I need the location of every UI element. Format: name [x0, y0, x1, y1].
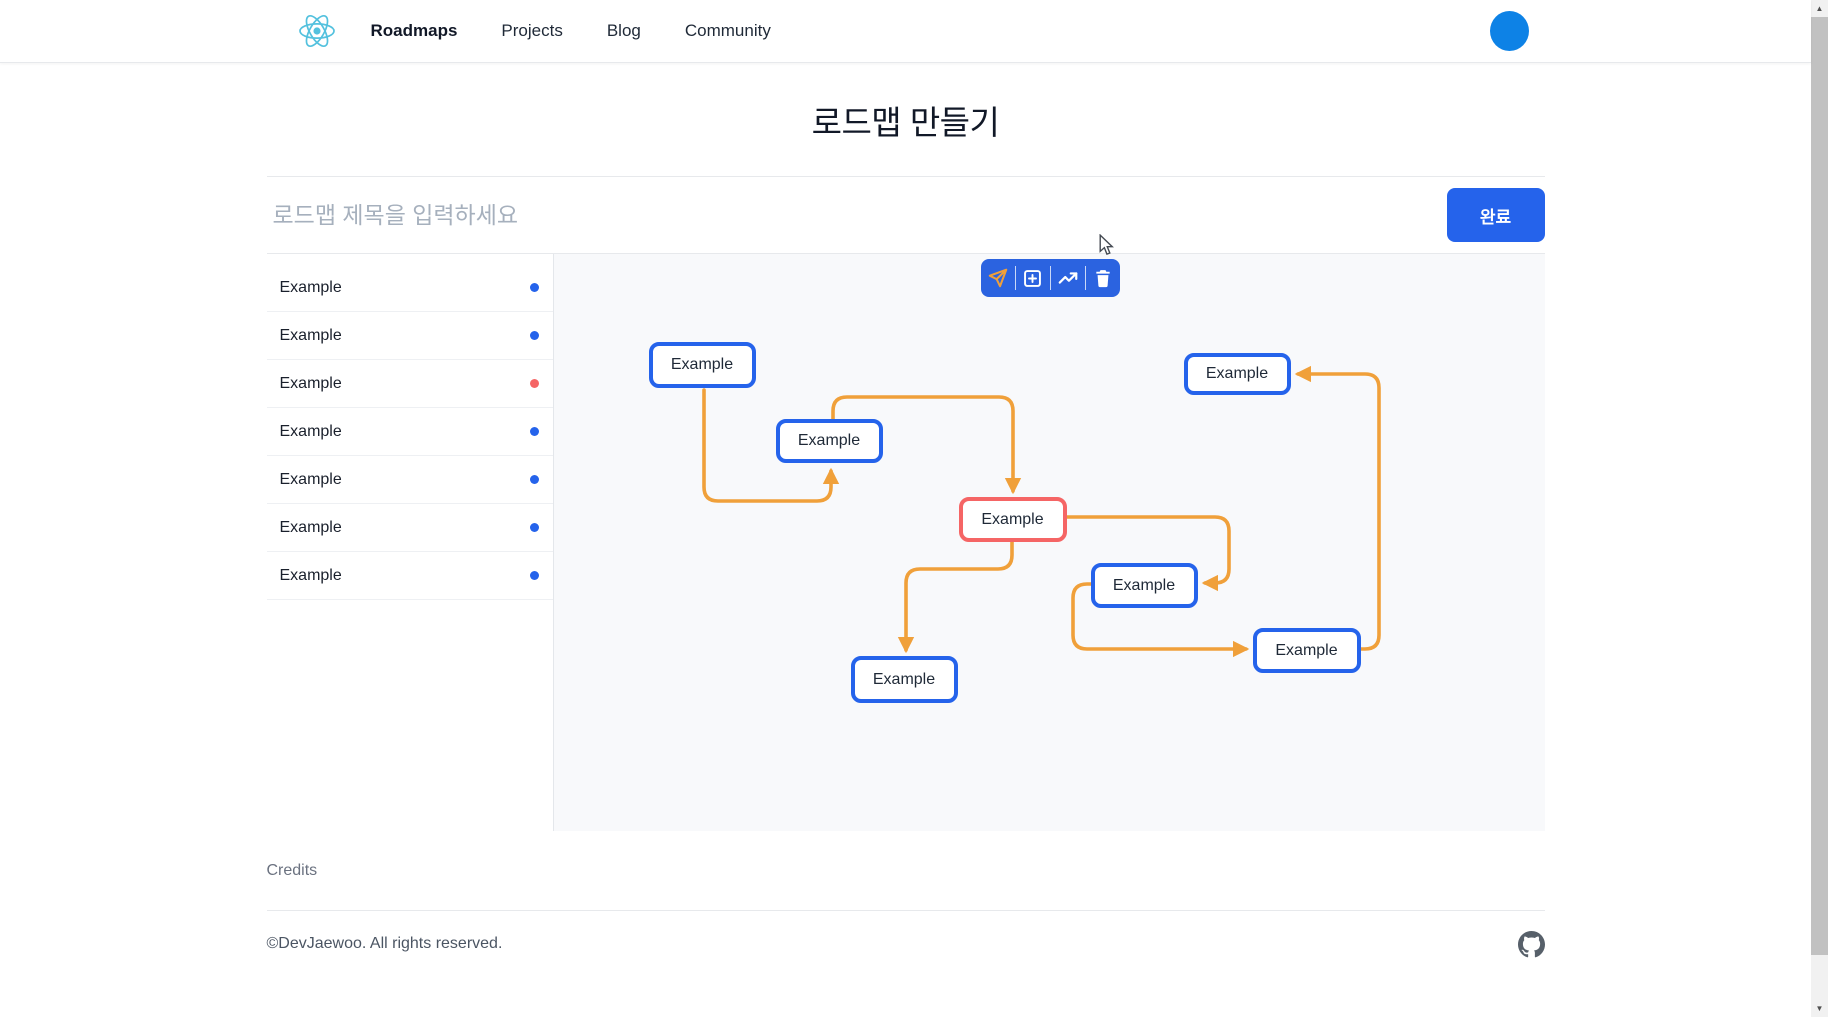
avatar[interactable] — [1489, 11, 1529, 51]
flow-node[interactable]: Example — [958, 497, 1067, 542]
edge-3-5[interactable] — [1064, 515, 1231, 592]
flow-node[interactable]: Example — [1252, 628, 1361, 673]
scrollbar[interactable]: ▲ ▼ — [1811, 0, 1828, 1017]
flow-node[interactable]: Example — [850, 656, 958, 703]
nav-link-projects[interactable]: Projects — [501, 21, 563, 40]
list-item-label: Example — [279, 326, 342, 344]
github-link[interactable] — [1517, 930, 1545, 958]
react-logo-icon — [298, 15, 335, 47]
page: Roadmaps Projects Blog Community 로드맵 만들기… — [0, 0, 1811, 977]
trash-icon — [1095, 270, 1110, 288]
roadmap-canvas[interactable]: Example Example Example Example Example … — [552, 254, 1545, 831]
roadmap-title-input[interactable] — [266, 201, 1447, 229]
list-item[interactable]: Example — [266, 264, 553, 312]
list-item-label: Example — [279, 566, 342, 584]
nav-link-roadmaps[interactable]: Roadmaps — [370, 21, 458, 40]
credits-link[interactable]: Credits — [266, 861, 318, 879]
flow-node-label: Example — [872, 670, 936, 688]
list-item[interactable]: Example — [266, 456, 553, 504]
flow-node[interactable]: Example — [775, 419, 883, 463]
scrollbar-up-button[interactable]: ▲ — [1815, 4, 1824, 13]
nav-link-community[interactable]: Community — [684, 21, 771, 40]
main-section: Example Example Example Example Example — [266, 253, 1545, 831]
copyright-text: ©DevJaewoo. All rights reserved. — [266, 935, 503, 952]
toolbar-separator — [1084, 266, 1086, 290]
canvas-toolbar — [980, 259, 1120, 297]
list-item[interactable]: Example — [266, 504, 553, 552]
nav-link-blog[interactable]: Blog — [606, 21, 641, 40]
toolbar-separator — [1014, 266, 1016, 290]
trending-up-icon — [1058, 272, 1077, 284]
edge-1-2[interactable] — [701, 388, 839, 503]
navbar: Roadmaps Projects Blog Community — [0, 0, 1811, 63]
flow-node-label: Example — [670, 356, 734, 373]
add-node-button[interactable] — [1019, 264, 1047, 292]
list-item[interactable]: Example — [266, 552, 553, 600]
react-logo[interactable] — [297, 13, 337, 49]
status-dot — [529, 523, 539, 532]
edge-2-3[interactable] — [830, 395, 1021, 495]
nav-links: Roadmaps Projects Blog Community — [371, 21, 771, 41]
submit-button[interactable]: 완료 — [1446, 188, 1545, 242]
flow-node-label: Example — [981, 510, 1044, 528]
flow-node-label: Example — [797, 432, 861, 449]
list-item[interactable]: Example — [266, 312, 553, 360]
edge-3-4[interactable] — [897, 540, 1014, 654]
status-dot — [529, 283, 539, 292]
edge-6-7[interactable] — [1294, 365, 1381, 651]
flow-node[interactable]: Example — [1090, 563, 1198, 608]
github-icon — [1517, 930, 1545, 957]
scrollbar-down-button[interactable]: ▼ — [1815, 1004, 1824, 1013]
node-list: Example Example Example Example Example — [266, 254, 553, 831]
footer-divider — [266, 910, 1545, 911]
plus-square-icon — [1024, 269, 1041, 287]
cursor-send-icon — [988, 268, 1007, 288]
select-tool-button[interactable] — [984, 264, 1012, 292]
roadmap-edges — [701, 365, 1381, 658]
edge-5-6[interactable] — [1070, 582, 1249, 658]
list-item[interactable]: Example — [266, 408, 553, 456]
connect-tool-button[interactable] — [1054, 264, 1082, 292]
flow-node[interactable]: Example — [648, 342, 756, 388]
flow-node-label: Example — [1205, 365, 1269, 382]
list-item-label: Example — [279, 470, 342, 488]
roadmap-title-form: 완료 — [266, 176, 1545, 253]
list-item-label: Example — [279, 518, 342, 536]
scrollbar-thumb[interactable] — [1811, 17, 1828, 955]
footer-copyright-row: ©DevJaewoo. All rights reserved. — [267, 911, 1545, 977]
list-item-label: Example — [279, 422, 342, 440]
list-item-label: Example — [279, 374, 342, 392]
list-item-label: Example — [279, 278, 342, 296]
title-section: 로드맵 만들기 — [267, 63, 1545, 176]
page-title: 로드맵 만들기 — [811, 103, 1000, 141]
status-dot — [529, 475, 539, 484]
status-dot — [529, 331, 539, 340]
delete-tool-button[interactable] — [1089, 264, 1117, 292]
footer-credits-row: Credits — [267, 831, 1545, 910]
status-dot — [529, 427, 539, 436]
toolbar-separator — [1049, 266, 1051, 290]
flow-node[interactable]: Example — [1183, 353, 1291, 395]
flow-node-label: Example — [1112, 576, 1176, 594]
status-dot — [529, 379, 539, 388]
flow-node-label: Example — [1275, 641, 1338, 659]
list-item[interactable]: Example — [266, 360, 553, 408]
status-dot — [529, 571, 539, 580]
